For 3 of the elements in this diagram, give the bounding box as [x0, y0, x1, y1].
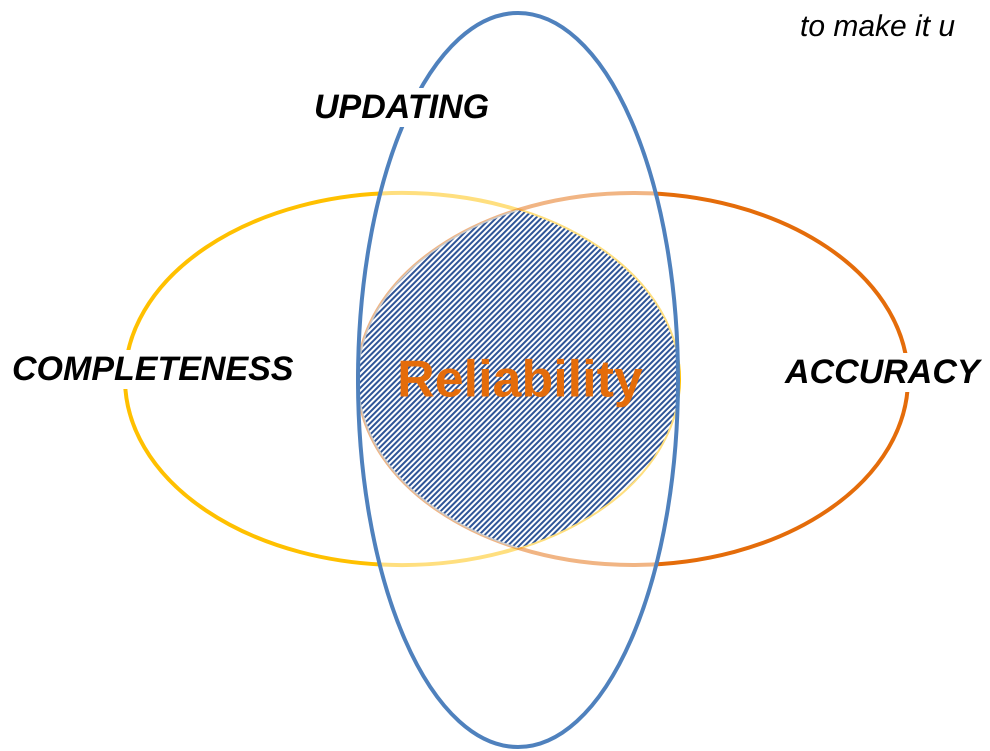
ellipse-label: UPDATING: [314, 88, 490, 128]
ellipse-label: COMPLETENESS: [12, 350, 294, 390]
note-text: to make it u: [800, 10, 956, 44]
